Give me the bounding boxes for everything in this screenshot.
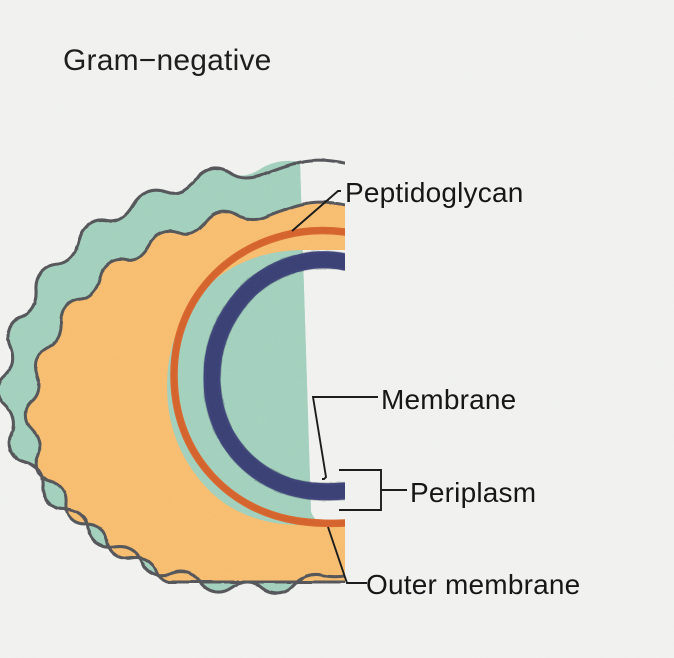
membrane-leader-line [311, 396, 378, 480]
label-outer-membrane: Outer membrane [366, 569, 580, 600]
label-membrane: Membrane [381, 384, 516, 415]
label-periplasm: Periplasm [410, 477, 536, 508]
label-peptidoglycan: Peptidoglycan [345, 177, 524, 208]
cell-envelope-group [0, 158, 345, 595]
page-title: Gram−negative [63, 44, 272, 77]
periplasm-bracket [339, 469, 382, 511]
